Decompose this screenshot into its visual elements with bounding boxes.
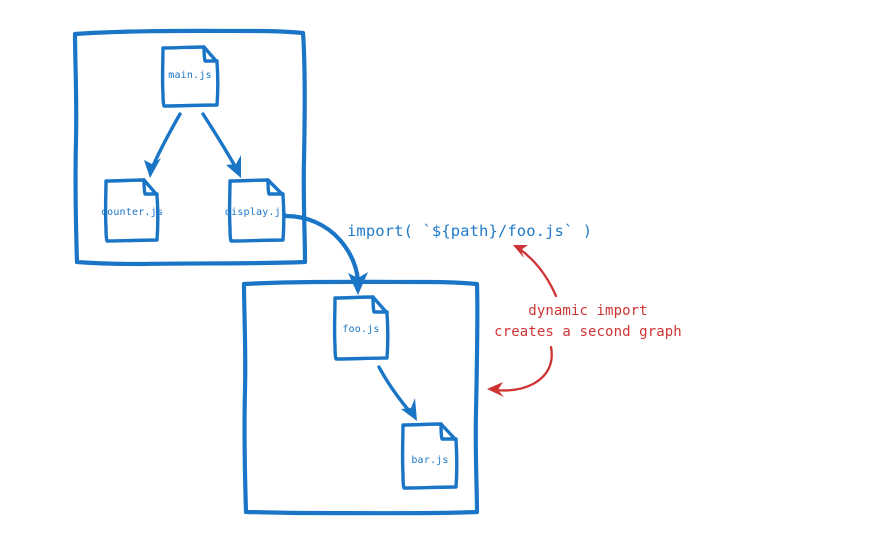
import-call-label: import( `${path}/foo.js` ) <box>347 222 592 240</box>
annotation-arrow-to-import-call <box>513 245 558 298</box>
file-label-main: main.js <box>168 70 212 81</box>
file-label-display: display.js <box>225 207 287 218</box>
secondary-graph-box <box>241 279 480 516</box>
file-label-foo: foo.js <box>342 324 379 335</box>
primary-graph-box <box>72 28 308 267</box>
file-card-foo: foo.js <box>332 295 390 361</box>
file-card-counter: counter.js <box>101 178 163 243</box>
edge-main-to-counter <box>144 112 182 178</box>
file-card-bar: bar.js <box>400 422 459 490</box>
annotation-arrow-to-second-graph <box>487 345 553 397</box>
edge-foo-to-bar <box>377 365 417 421</box>
file-label-counter: counter.js <box>101 207 163 218</box>
annotation-line-2: creates a second graph <box>494 324 682 340</box>
edge-main-to-display <box>201 112 241 178</box>
file-label-bar: bar.js <box>411 455 448 466</box>
file-card-main: main.js <box>160 45 220 108</box>
file-card-display: display.js <box>225 178 287 243</box>
annotation-line-1: dynamic import <box>528 303 647 319</box>
